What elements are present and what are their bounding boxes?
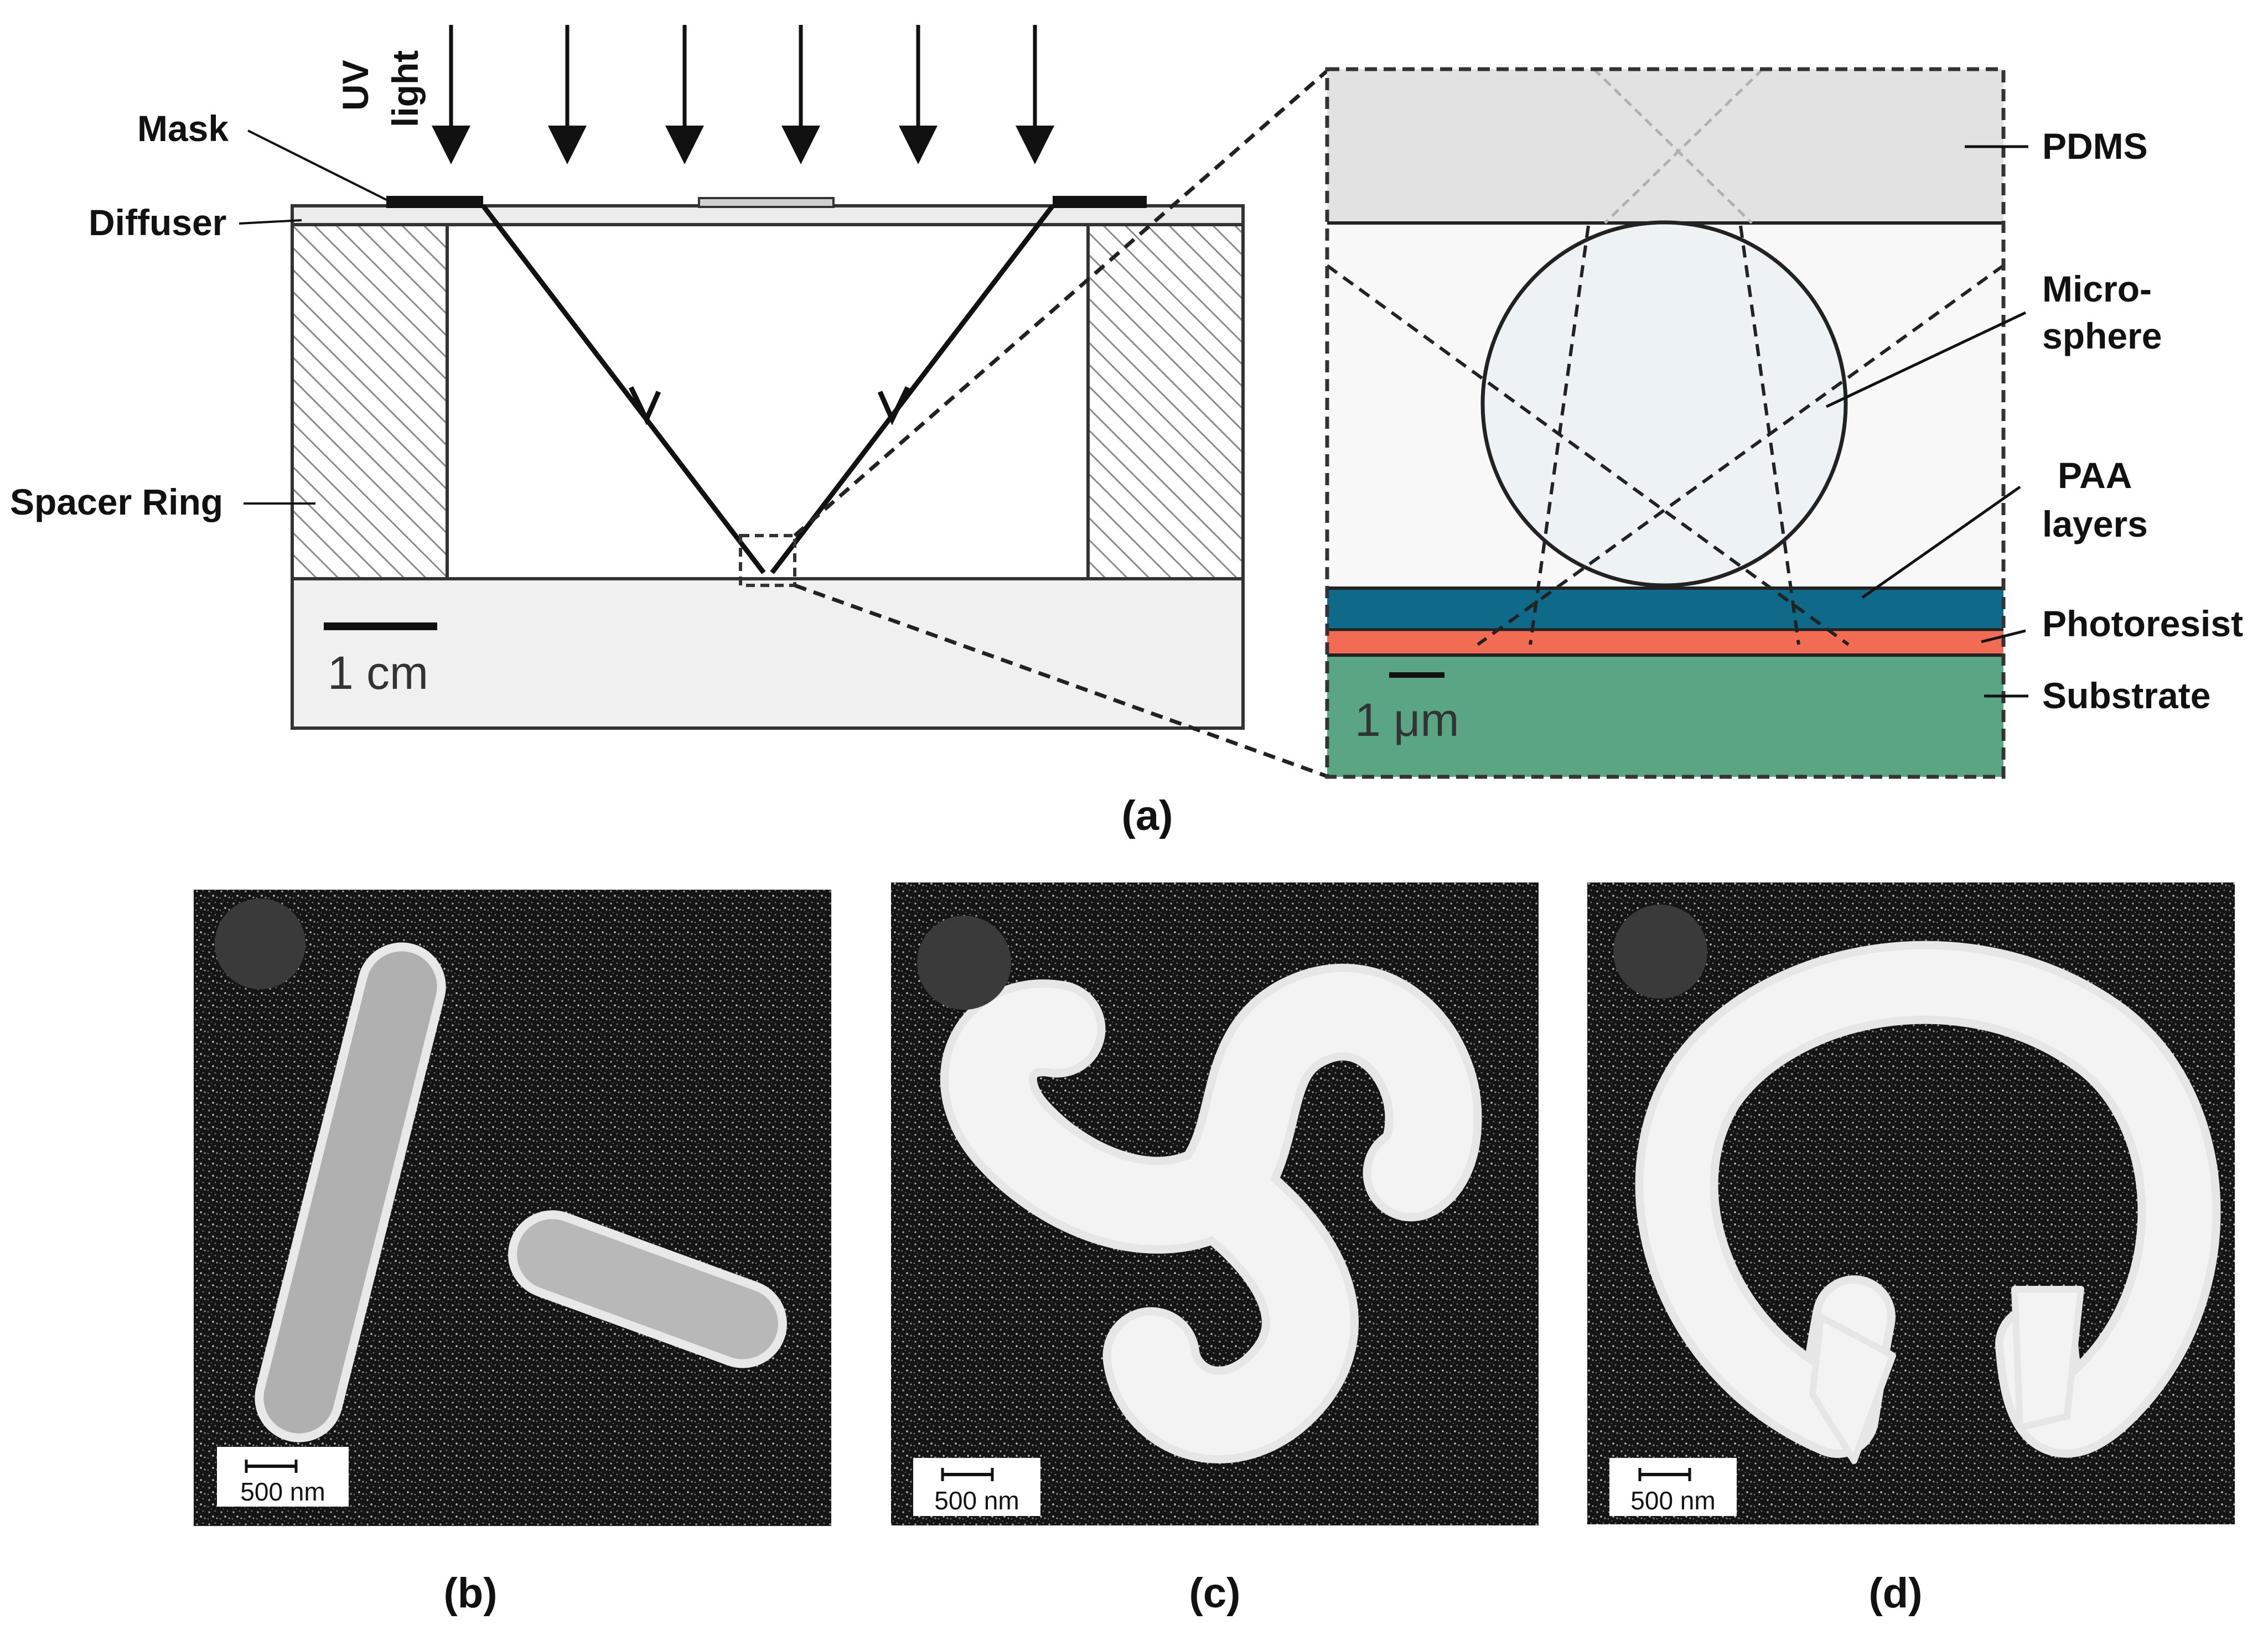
microsphere-label-line1: Micro-: [2042, 268, 2152, 309]
zoom-connectors: [793, 69, 1329, 778]
caption-d: (d): [1868, 1570, 1922, 1617]
mask-center: [698, 197, 835, 208]
scale-label-b: 500 nm: [240, 1477, 325, 1506]
scale-label-d: 500 nm: [1630, 1486, 1715, 1515]
substrate-label: Substrate: [2042, 675, 2210, 716]
marker-circle-b: [215, 899, 305, 989]
microsphere-label-line2: sphere: [2042, 315, 2162, 356]
microsphere: [1480, 220, 1848, 588]
zoom-region: [739, 534, 796, 587]
spacer-ring-label: Spacer Ring: [10, 481, 223, 522]
scale-label-c: 500 nm: [934, 1486, 1019, 1515]
sem-panel-b: 500 nm: [194, 890, 831, 1526]
paa-label-line1: PAA: [2058, 455, 2132, 496]
mask-left: [386, 196, 483, 208]
marker-circle-d: [1613, 905, 1707, 999]
ray-left: [481, 204, 766, 574]
mask-label: Mask: [137, 108, 229, 149]
zoom-diagram: 1 μm PDMS Micro- sphere PAA layers Photo…: [1325, 67, 2243, 779]
pdms-layer: [1327, 69, 2003, 223]
base-block: [291, 577, 1245, 730]
zoom-frame: [1325, 67, 2006, 779]
sem-panel-d: 500 nm: [1587, 883, 2235, 1524]
photoresist-label: Photoresist: [2042, 603, 2243, 644]
sem-panel-c: 500 nm: [891, 883, 1539, 1525]
scale-label-um: 1 μm: [1355, 694, 1459, 746]
uv-label-line2: light: [385, 50, 426, 127]
setup-diagram: UV light 1 cm Mask Diffuser Spacer Ring: [10, 25, 1245, 730]
diffuser-label: Diffuser: [89, 202, 226, 243]
paa-layer: [1327, 588, 2003, 630]
mask-right: [1053, 196, 1147, 208]
paa-label-line2: layers: [2042, 503, 2148, 544]
rod-short: [508, 1210, 787, 1368]
scale-label-cm: 1 cm: [328, 647, 428, 699]
marker-circle-c: [917, 916, 1011, 1010]
zoom-rays: [1326, 225, 2005, 646]
uv-label-line1: UV: [335, 60, 376, 111]
spacer-ring-left: [291, 223, 449, 580]
rod-long: [255, 942, 446, 1442]
ray-right: [770, 204, 1055, 574]
photoresist-layer: [1327, 630, 2003, 655]
uv-arrows: [432, 25, 1054, 164]
caption-c: (c): [1189, 1570, 1241, 1617]
diffuser: [291, 204, 1245, 226]
spacer-ring-right: [1086, 223, 1245, 580]
caption-b: (b): [443, 1570, 497, 1617]
caption-a: (a): [1122, 792, 1173, 839]
pdms-label: PDMS: [2042, 126, 2148, 167]
